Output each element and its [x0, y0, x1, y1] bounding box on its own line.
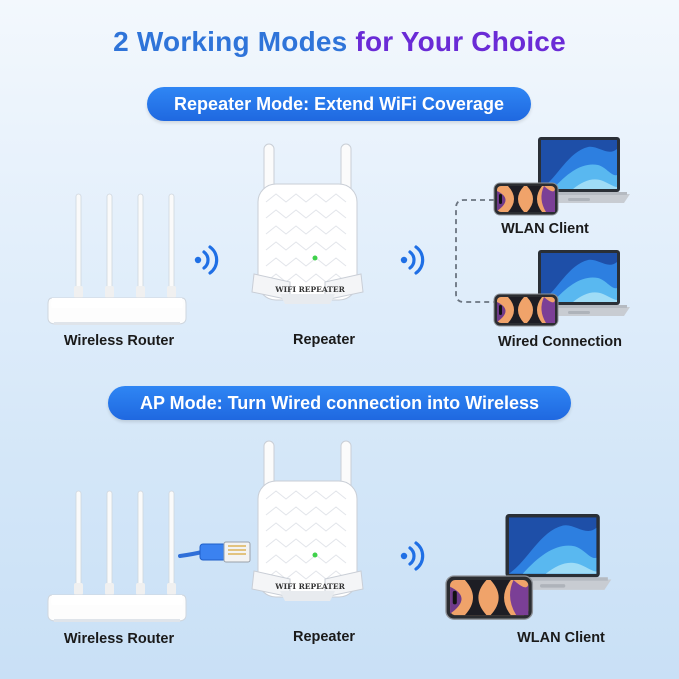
wifi-waves-icon — [193, 245, 219, 275]
repeater-mode-repeater-label: Repeater — [292, 332, 356, 348]
repeater-mode-router-label: Wireless Router — [63, 333, 175, 349]
device-brand-text: WIFI REPEATER — [274, 582, 345, 591]
led-indicator — [312, 552, 318, 558]
ap-mode-router-image — [47, 490, 187, 623]
title-part1: 2 Working Modes — [113, 26, 348, 57]
device-brand-text: WIFI REPEATER — [274, 285, 345, 294]
repeater-mode-router-image — [47, 193, 187, 326]
wifi-waves-icon — [399, 245, 425, 275]
repeater-mode-wired-connection-label: Wired Connection — [498, 334, 622, 350]
phone-image — [493, 182, 559, 216]
wifi-waves-icon — [399, 541, 425, 571]
repeater-mode-heading: Repeater Mode: Extend WiFi Coverage — [147, 87, 531, 121]
title-part2: for Your Choice — [355, 26, 566, 57]
ap-mode-router-label: Wireless Router — [63, 631, 175, 647]
phone-image — [445, 575, 534, 620]
ap-mode-repeater-label: Repeater — [292, 629, 356, 645]
phone-image — [493, 293, 559, 327]
repeater-mode-wlan-client-label: WLAN Client — [501, 221, 589, 237]
ethernet-cable-icon — [178, 541, 251, 563]
ap-mode-repeater-image: WIFI REPEATER — [251, 440, 364, 602]
page-title: 2 Working Modes for Your Choice — [0, 26, 679, 58]
led-indicator — [312, 255, 318, 261]
ap-mode-heading: AP Mode: Turn Wired connection into Wire… — [108, 386, 571, 420]
repeater-mode-repeater-image: WIFI REPEATER — [251, 143, 364, 305]
dashed-connector — [455, 199, 494, 303]
ap-mode-wlan-client-label: WLAN Client — [517, 630, 605, 646]
